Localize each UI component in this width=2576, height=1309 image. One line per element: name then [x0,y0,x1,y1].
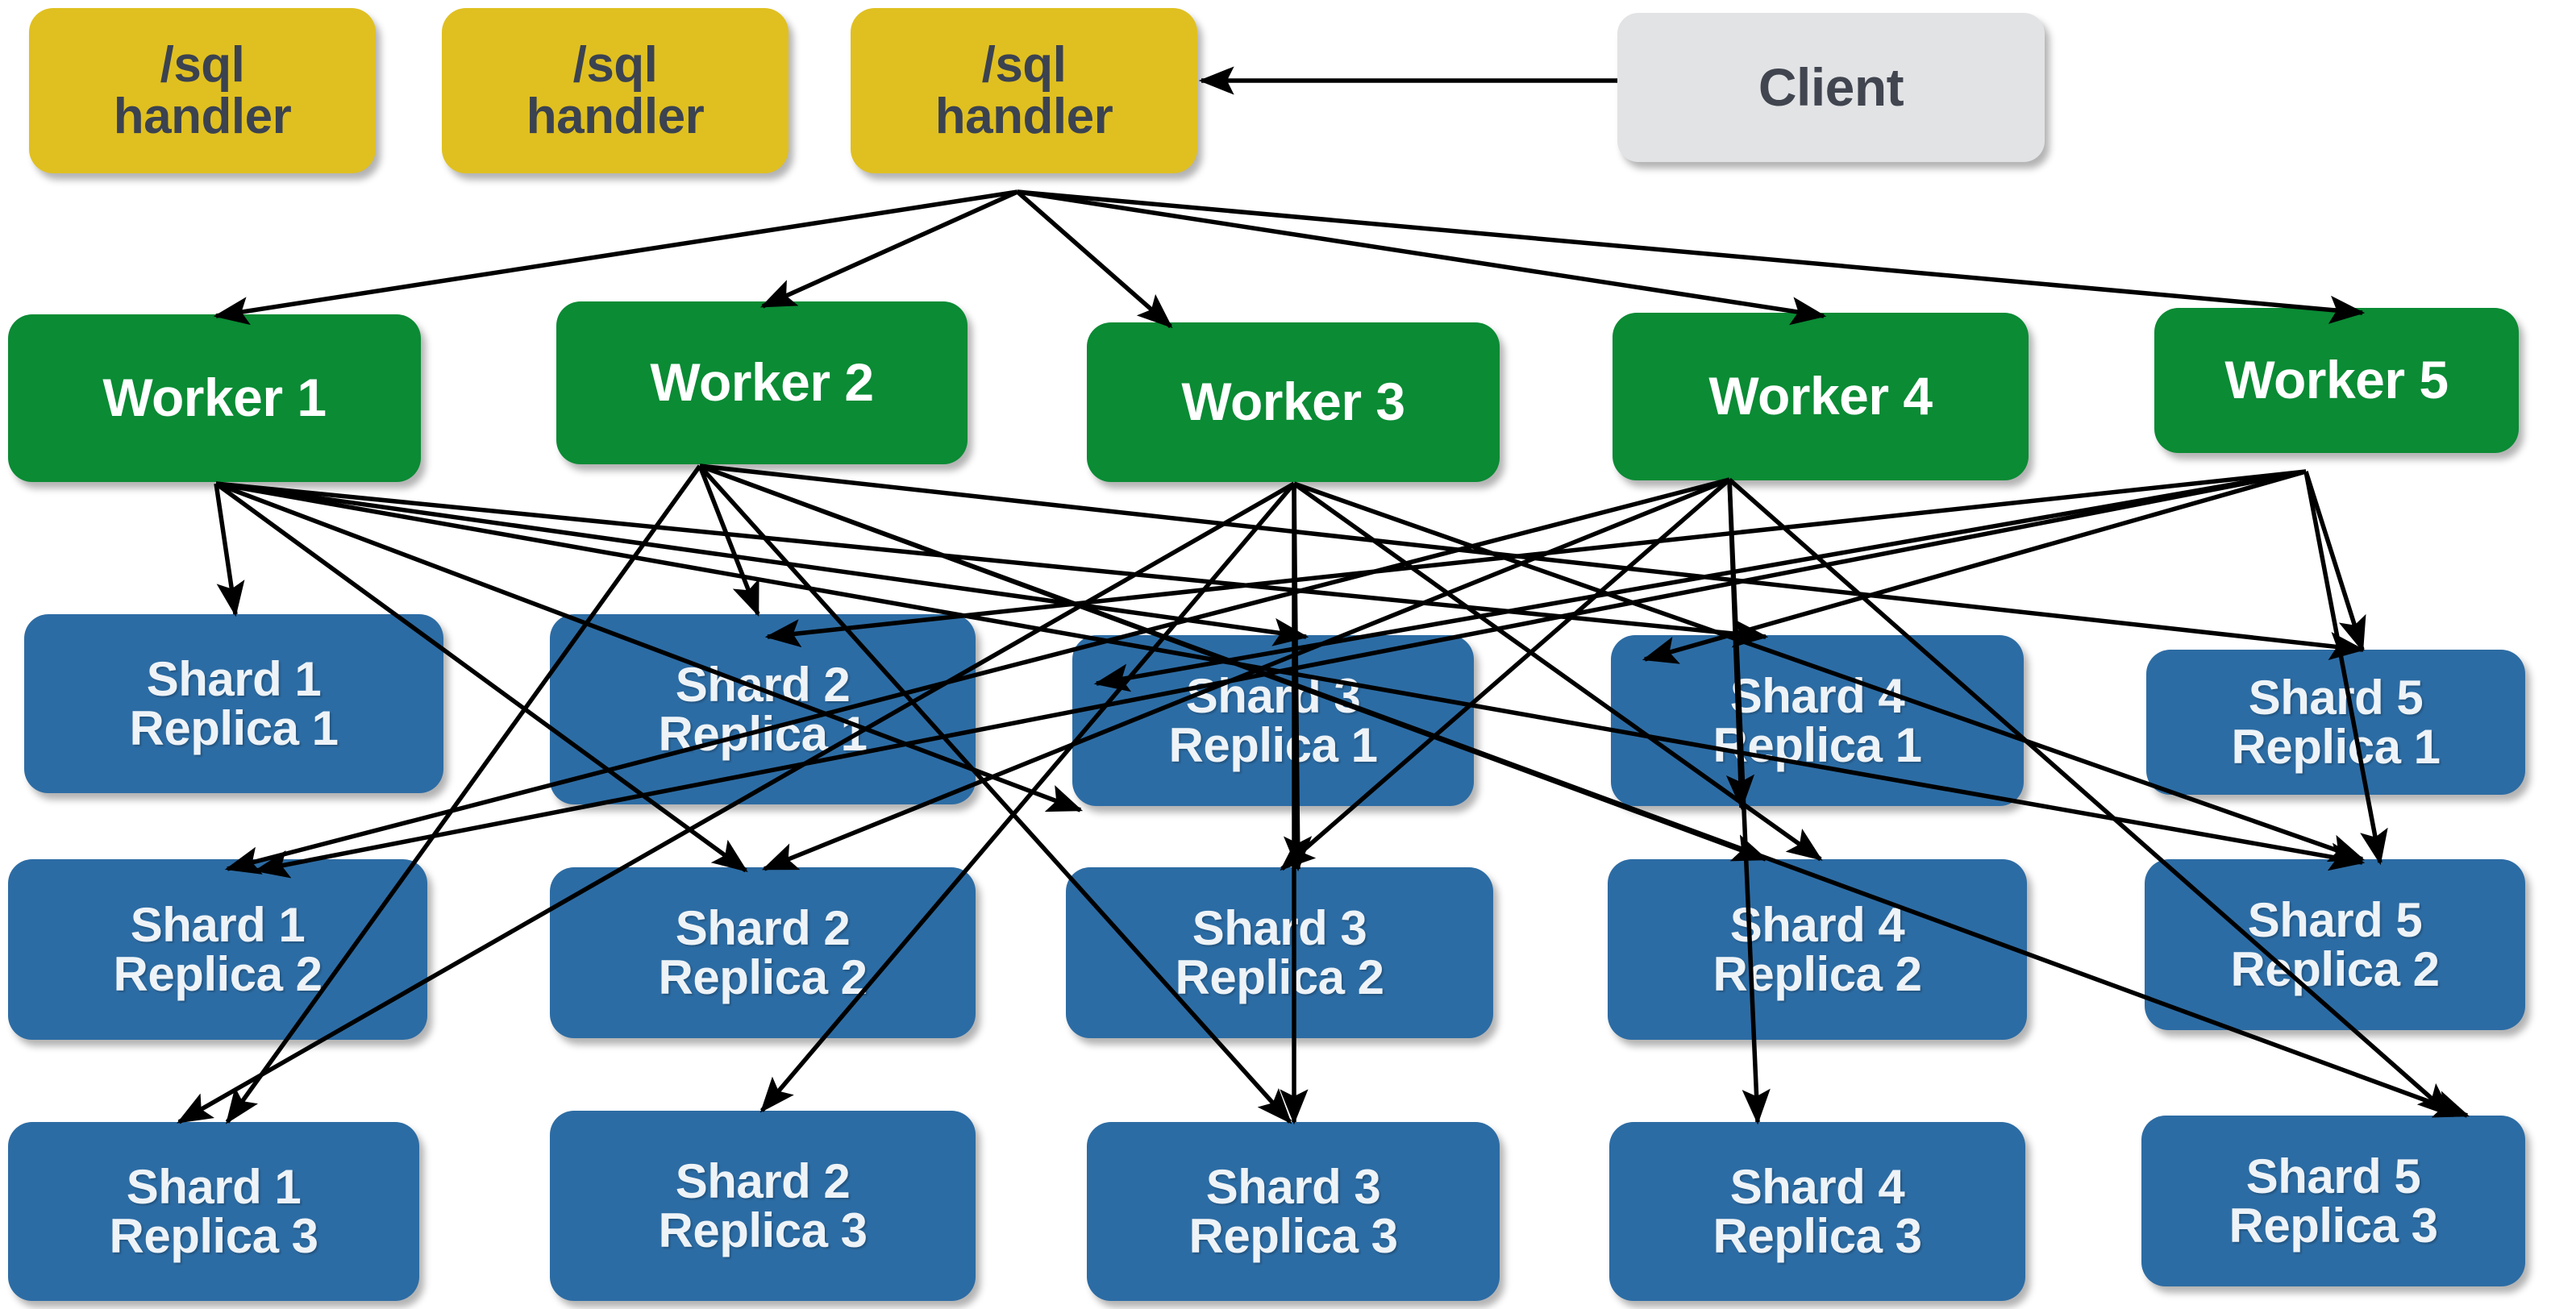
shard-label-s3r1: Shard 3 Replica 1 [1168,668,1378,772]
edge-worker-to-shard [224,477,1730,875]
shard-box-s2r2[interactable]: Shard 2 Replica 2 [550,867,976,1038]
shard-box-s4r2[interactable]: Shard 4 Replica 2 [1608,859,2027,1040]
worker-box-1[interactable]: Worker 1 [8,314,421,482]
sql-handler-box-1[interactable]: /sql handler [29,8,376,173]
sql-handler-box-2[interactable]: /sql handler [442,8,789,173]
worker-label-3: Worker 3 [1181,372,1405,432]
shard-label-s5r2: Shard 5 Replica 2 [2230,892,2440,996]
shard-label-s2r1: Shard 2 Replica 1 [658,657,868,761]
worker-label-4: Worker 4 [1708,366,1933,426]
shard-box-s1r1[interactable]: Shard 1 Replica 1 [24,614,443,793]
shard-label-s5r1: Shard 5 Replica 1 [2231,670,2441,774]
client-label: Client [1758,56,1904,117]
shard-label-s4r3: Shard 4 Replica 3 [1712,1159,1922,1263]
worker-box-5[interactable]: Worker 5 [2154,308,2519,453]
edge-worker-to-shard [215,481,1769,648]
shard-box-s3r2[interactable]: Shard 3 Replica 2 [1066,867,1493,1038]
worker-label-2: Worker 2 [650,352,874,413]
worker-box-4[interactable]: Worker 4 [1613,313,2029,480]
sql-handler-label-2: /sql handler [526,37,705,144]
edge-worker-to-shard [697,464,760,617]
edge-handler-to-worker [213,189,1018,326]
worker-label-1: Worker 1 [102,368,327,428]
shard-box-s5r1[interactable]: Shard 5 Replica 1 [2146,650,2525,795]
shard-box-s4r1[interactable]: Shard 4 Replica 1 [1611,635,2024,806]
shard-box-s5r3[interactable]: Shard 5 Replica 3 [2141,1116,2525,1286]
shard-box-s1r3[interactable]: Shard 1 Replica 3 [8,1122,419,1301]
worker-label-5: Worker 5 [2224,350,2449,410]
shard-label-s4r1: Shard 4 Replica 1 [1712,668,1922,772]
shard-box-s5r2[interactable]: Shard 5 Replica 2 [2145,859,2525,1030]
shard-label-s1r3: Shard 1 Replica 3 [109,1159,318,1263]
sql-handler-box-3[interactable]: /sql handler [851,8,1197,173]
shard-box-s2r1[interactable]: Shard 2 Replica 1 [550,614,976,804]
edge-handler-to-worker [759,189,1019,309]
client-box[interactable]: Client [1617,13,2045,162]
shard-box-s4r3[interactable]: Shard 4 Replica 3 [1609,1122,2025,1301]
sql-handler-label-1: /sql handler [113,37,292,144]
shard-label-s5r3: Shard 5 Replica 3 [2229,1149,2438,1253]
worker-box-3[interactable]: Worker 3 [1087,322,1500,482]
edge-handler-to-worker [1017,189,1827,326]
shard-label-s3r2: Shard 3 Replica 2 [1175,900,1384,1004]
shard-label-s1r2: Shard 1 Replica 2 [113,897,323,1001]
shard-box-s1r2[interactable]: Shard 1 Replica 2 [8,859,427,1040]
shard-label-s2r2: Shard 2 Replica 2 [658,900,868,1004]
shard-label-s2r3: Shard 2 Replica 3 [658,1153,868,1257]
edge-worker-to-shard [214,483,245,617]
shard-label-s4r2: Shard 4 Replica 2 [1712,897,1922,1001]
edge-handler-to-worker [1016,189,1173,329]
edge-handler-to-worker [1017,189,2366,324]
edge-worker-to-shard [764,469,2307,648]
shard-label-s3r3: Shard 3 Replica 3 [1188,1159,1398,1263]
edge-worker-to-shard [2303,471,2366,653]
shard-box-s3r3[interactable]: Shard 3 Replica 3 [1087,1122,1500,1301]
shard-label-s1r1: Shard 1 Replica 1 [129,651,339,755]
shard-box-s2r3[interactable]: Shard 2 Replica 3 [550,1111,976,1301]
shard-box-s3r1[interactable]: Shard 3 Replica 1 [1072,635,1474,806]
sql-handler-label-3: /sql handler [934,37,1113,144]
edge-worker-to-shard [1642,469,2307,664]
worker-box-2[interactable]: Worker 2 [556,301,968,464]
